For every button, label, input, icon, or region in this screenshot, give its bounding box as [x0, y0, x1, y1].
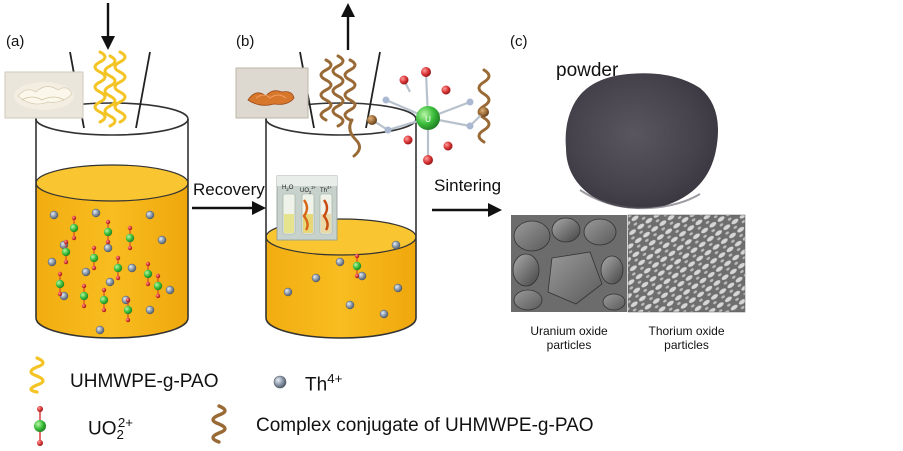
uranyl-ion — [153, 273, 163, 299]
thorium-ion — [145, 305, 155, 315]
arrow-sintering — [432, 203, 502, 217]
arrow-up-icon — [341, 3, 355, 50]
uranyl-ion — [125, 225, 135, 251]
vial-label-water: H2O — [282, 185, 294, 193]
powder-label: powder — [556, 60, 619, 81]
uranyl-ion — [79, 283, 89, 309]
panel-label-b: (b) — [236, 33, 255, 50]
solution-surface-a — [35, 164, 189, 202]
particles-b — [283, 240, 403, 319]
uranyl-complex-model: U — [367, 67, 489, 165]
legend-thorium-icon — [273, 375, 287, 389]
uranium-oxide-caption: Uranium oxide particles — [511, 324, 627, 352]
solution-a — [36, 183, 188, 338]
svg-text:U: U — [425, 115, 431, 124]
thorium-ion — [47, 257, 57, 267]
uranyl-ion — [69, 215, 79, 241]
fiber-bundle-brown — [319, 54, 491, 158]
legend-complex-label: Complex conjugate of UHMWPE-g-PAO — [256, 415, 594, 436]
thorium-ion — [95, 325, 105, 335]
recovery-label: Recovery — [193, 180, 265, 199]
thorium-ion — [157, 235, 167, 245]
thorium-oxide-caption: Thorium oxide particles — [628, 324, 745, 352]
uranyl-ion — [89, 245, 99, 271]
photo-loaded-fiber — [235, 67, 309, 119]
thorium-ion — [49, 210, 59, 220]
thorium-ion — [391, 240, 401, 250]
uranyl-ion — [143, 261, 153, 287]
vials-photo — [276, 175, 338, 241]
legend-brown-fiber-icon — [211, 404, 227, 444]
thorium-caption-line1: Thorium oxide — [648, 324, 725, 338]
uranyl-ion — [352, 253, 362, 279]
thorium-caption-line2: particles — [664, 338, 709, 352]
photo-pristine-fiber — [4, 71, 84, 119]
legend-fiber-label: UHMWPE-g-PAO — [70, 371, 219, 392]
uranium-caption-line1: Uranium oxide — [530, 324, 608, 338]
uranyl-ion — [123, 297, 133, 323]
arrow-down-icon — [101, 3, 115, 50]
thorium-ion — [91, 208, 101, 218]
uranyl-ion — [103, 219, 113, 245]
thorium-ion — [103, 243, 113, 253]
solution-b — [266, 237, 416, 338]
panel-label-a: (a) — [6, 33, 25, 50]
legend-uranyl-icon — [34, 406, 46, 446]
uranium-caption-line2: particles — [546, 338, 592, 352]
thorium-ion — [127, 263, 137, 273]
legend-uranyl-label: UO22+ — [88, 415, 134, 443]
sintering-label: Sintering — [434, 176, 502, 195]
legend-thorium-label: Th4+ — [305, 371, 343, 396]
vial-label-thorium: Th4+ — [320, 185, 332, 194]
uranyl-ion — [55, 271, 65, 297]
beaker-rim-a — [35, 102, 189, 136]
fiber-bundle-yellow — [93, 50, 127, 128]
sem-uranium-oxide — [511, 215, 627, 312]
legend-yellow-fiber-icon — [29, 356, 45, 394]
thorium-ion — [393, 283, 403, 293]
thorium-ion — [345, 300, 355, 310]
thorium-ion — [105, 277, 115, 287]
thorium-ion — [81, 267, 91, 277]
vial-label-uranyl: UO22+ — [300, 185, 317, 196]
powder-photo — [565, 73, 718, 210]
particles-a — [47, 208, 175, 335]
sem-thorium-oxide — [627, 214, 746, 313]
thorium-ion — [311, 273, 321, 283]
panel-label-c: (c) — [510, 33, 528, 50]
uranyl-ion — [99, 287, 109, 313]
thorium-ion — [165, 285, 175, 295]
beaker-a — [35, 102, 189, 339]
thorium-ion — [335, 257, 345, 267]
uranyl-ion — [113, 255, 123, 281]
thorium-ion — [379, 309, 389, 319]
arrow-recovery — [192, 201, 266, 215]
thorium-ion — [357, 271, 367, 281]
thorium-ion — [145, 210, 155, 220]
uranyl-ion — [61, 239, 71, 265]
thorium-ion — [283, 287, 293, 297]
